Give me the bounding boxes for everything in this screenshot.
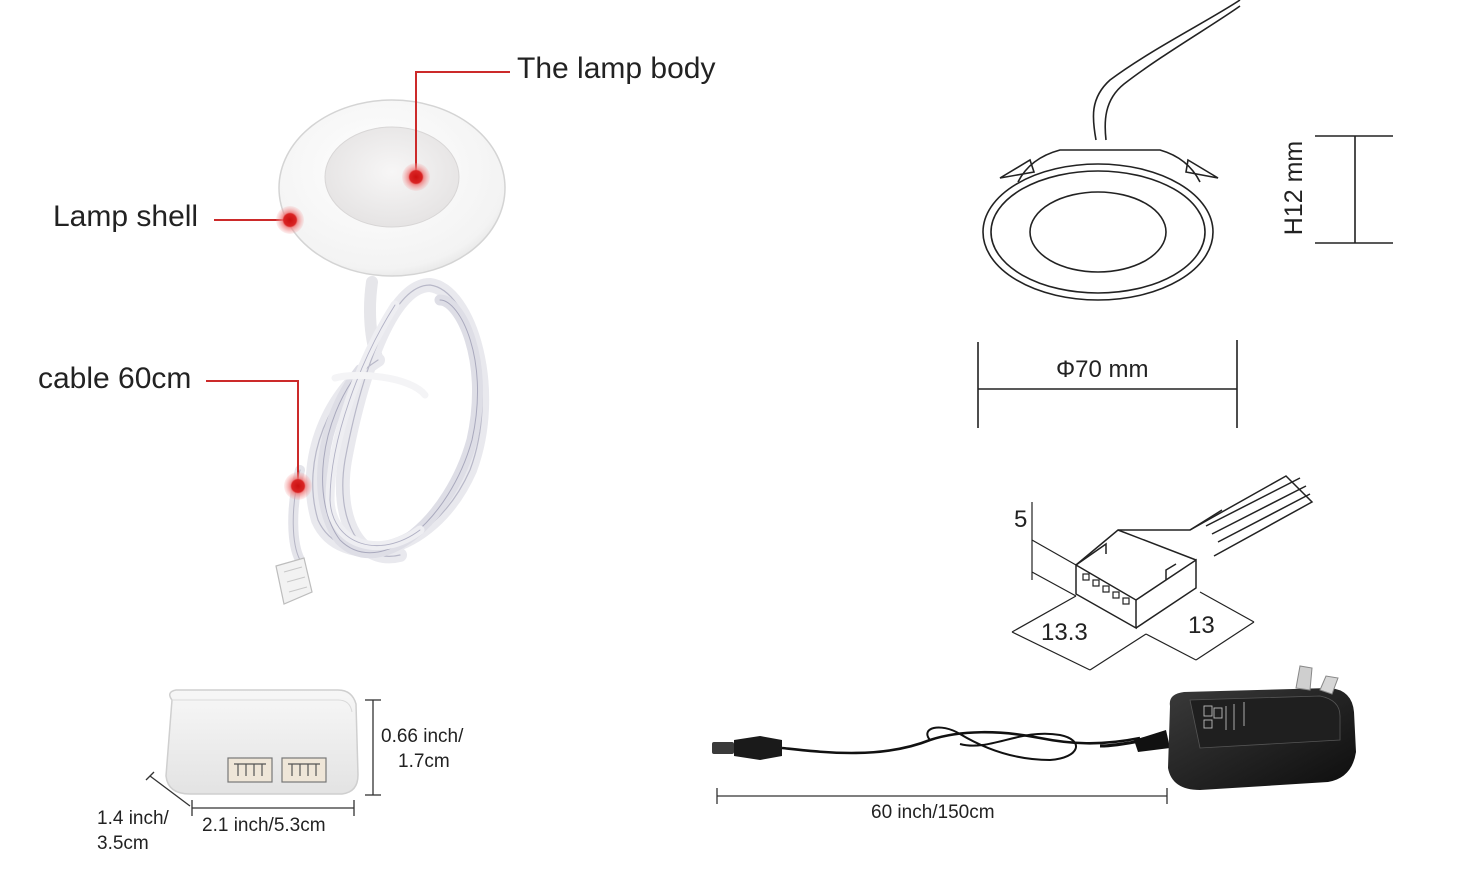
cable-coil <box>288 276 490 565</box>
lamp-body-label: The lamp body <box>517 52 716 85</box>
adapter-cable-length-label: 60 inch/150cm <box>871 802 995 823</box>
cable-marker <box>284 472 312 500</box>
lamp-shell-label: Lamp shell <box>53 200 199 233</box>
lamp-technical-drawing <box>977 0 1393 428</box>
lamp-diameter-label: Φ70 mm <box>1056 356 1149 383</box>
lamp-height-label: H12 mm <box>1280 141 1308 235</box>
junction-box <box>145 689 381 816</box>
cable-connector <box>275 557 313 605</box>
lamp-body-marker <box>402 163 430 191</box>
lamp-lens-photo <box>324 126 460 228</box>
connector-width-label: 13.3 <box>1041 619 1088 646</box>
lamp-shell-marker <box>276 206 304 234</box>
connector-technical-drawing <box>1011 475 1314 671</box>
callout-markers <box>206 71 510 500</box>
box-depth-label-1: 1.4 inch/ <box>97 808 169 829</box>
connector-depth-label: 13 <box>1188 612 1215 639</box>
lamp-photo <box>275 99 506 605</box>
box-width-label: 2.1 inch/5.3cm <box>202 815 326 836</box>
box-height-label-2: 1.7cm <box>398 751 450 772</box>
connector-height-label: 5 <box>1014 506 1028 533</box>
cable-label: cable 60cm <box>38 362 192 395</box>
box-height-label-1: 0.66 inch/ <box>381 726 464 747</box>
box-depth-label-2: 3.5cm <box>97 833 149 854</box>
power-adapter <box>712 665 1356 804</box>
